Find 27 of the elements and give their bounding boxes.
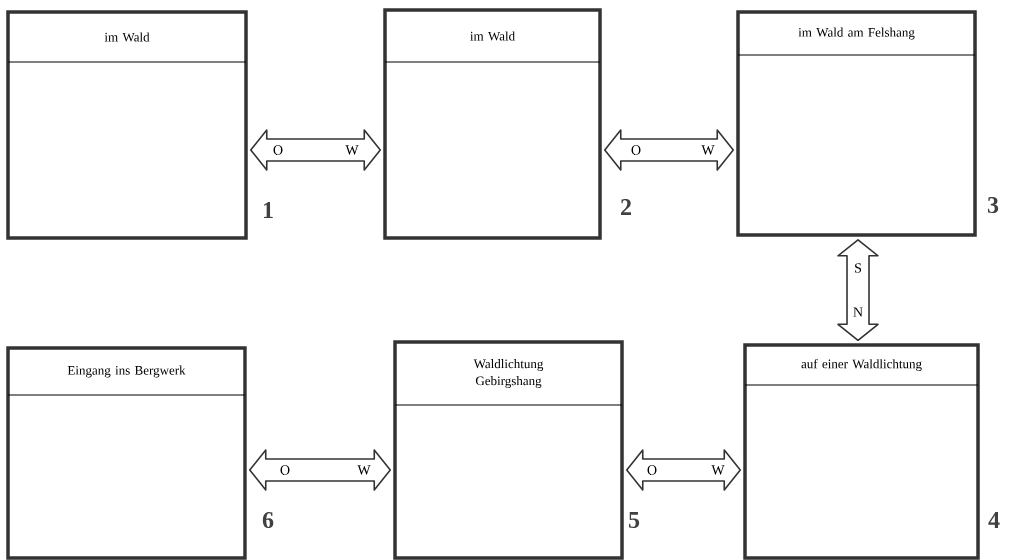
room-box: Waldlichtung Gebirgshang [393,340,624,560]
direction-letter: O [280,465,290,475]
double-arrow [837,238,879,342]
direction-letter: W [345,145,359,155]
room-box: im Wald [6,10,248,240]
direction-letter: O [647,465,657,475]
direction-letter: S [855,263,862,273]
direction-letter: N [853,307,863,317]
room-number: 3 [987,196,999,214]
room-number: 5 [628,512,640,528]
room-box: auf einer Waldlichtung [743,343,980,560]
direction-letter: O [273,145,283,155]
direction-letter: W [711,465,725,475]
room-box: im Wald [383,8,602,240]
direction-letter: O [631,145,641,155]
room-number: 1 [263,202,273,218]
double-arrow [625,449,742,491]
direction-letter: W [357,465,371,475]
direction-letter: W [701,145,715,155]
room-number: 6 [262,511,274,529]
room-number: 2 [621,199,631,215]
double-arrow [603,129,735,171]
room-number: 4 [988,512,1000,528]
double-arrow [248,449,392,491]
room-box: Eingang ins Bergwerk [6,346,247,560]
room-box: im Wald am Felshang [736,10,977,237]
double-arrow [249,129,382,171]
